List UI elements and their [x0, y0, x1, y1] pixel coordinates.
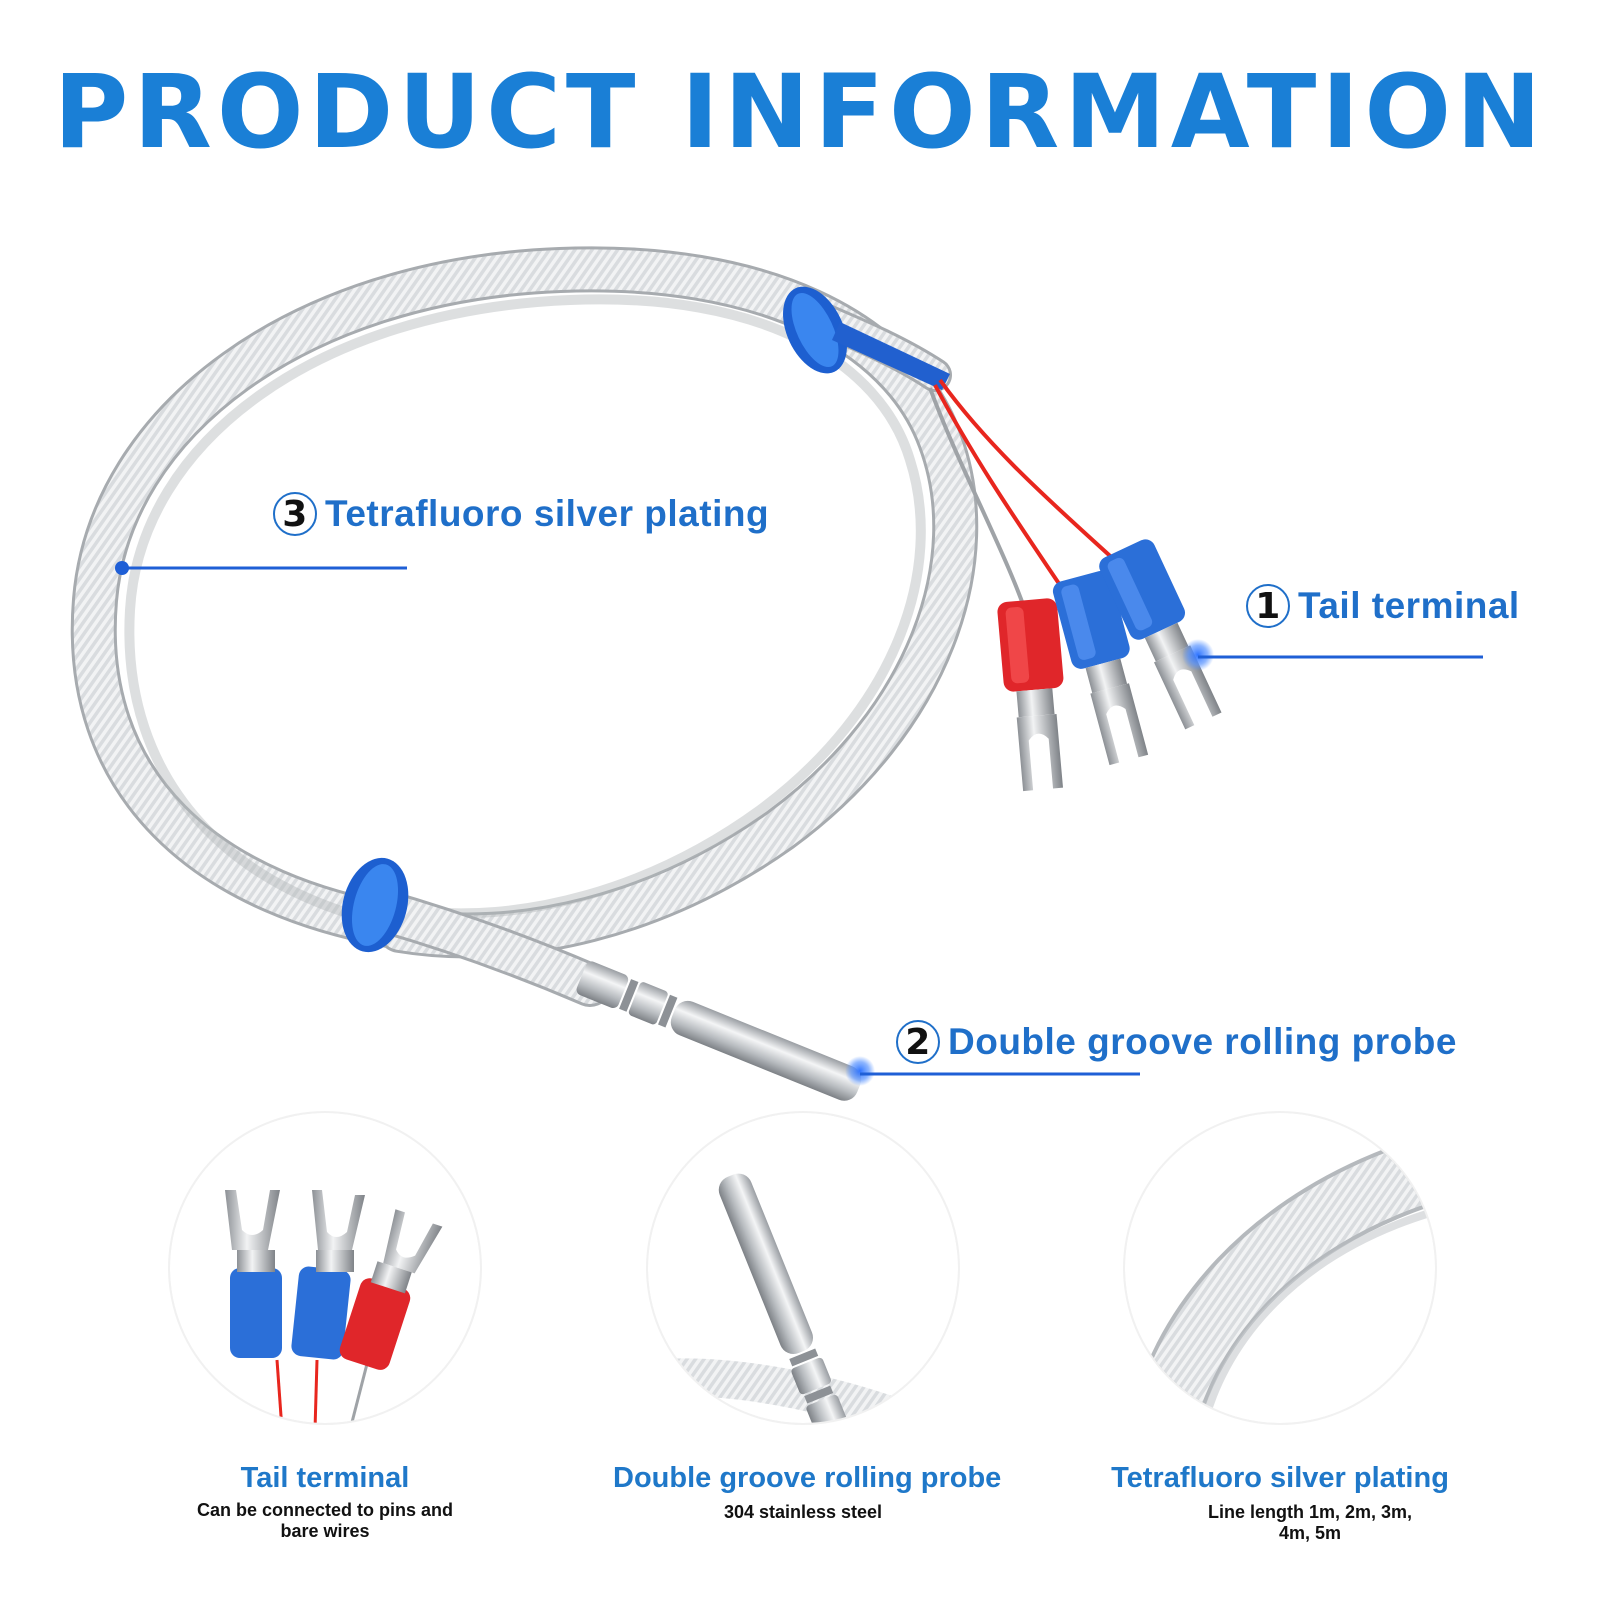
feature-desc-tail-terminal: Can be connected to pins and bare wires	[196, 1500, 454, 1541]
red-fork-terminal	[997, 598, 1064, 792]
stainless-probe	[576, 961, 862, 1101]
callout-label: Double groove rolling probe	[948, 1021, 1457, 1062]
callout-line-2	[845, 1056, 1140, 1086]
blue-cable-tie-top	[783, 286, 950, 390]
braided-cable	[70, 246, 979, 1007]
callout-label: Tail terminal	[1298, 585, 1520, 626]
callout-silver-plating: 3 Tetrafluoro silver plating	[273, 492, 769, 536]
feature-title-probe: Double groove rolling probe	[613, 1462, 1002, 1494]
feature-desc-silver-plating: Line length 1m, 2m, 3m, 4m, 5m	[1207, 1502, 1413, 1543]
feature-title-silver-plating: Tetrafluoro silver plating	[1111, 1462, 1449, 1494]
blue-cable-tie-bottom	[341, 857, 409, 953]
callout-line-3	[115, 561, 407, 575]
thumbnail-braided-cable	[1123, 1111, 1437, 1425]
callout-tail-terminal: 1 Tail terminal	[1246, 584, 1520, 628]
thumbnail-tail-terminal	[168, 1111, 482, 1425]
callout-number-badge: 1	[1246, 584, 1290, 628]
callout-line-1	[1182, 639, 1483, 671]
blue-fork-terminal-middle	[1052, 570, 1149, 766]
thumbnail-probe	[646, 1111, 960, 1425]
callout-probe: 2 Double groove rolling probe	[896, 1020, 1457, 1064]
page-title: PRODUCT INFORMATION	[53, 53, 1547, 172]
blue-fork-terminal-right	[1099, 539, 1222, 730]
lead-wires	[928, 378, 1122, 626]
callout-label: Tetrafluoro silver plating	[325, 493, 770, 534]
callout-number-badge: 2	[896, 1020, 940, 1064]
callout-number-badge: 3	[273, 492, 317, 536]
feature-desc-probe: 304 stainless steel	[723, 1502, 883, 1522]
feature-title-tail-terminal: Tail terminal	[240, 1462, 410, 1494]
